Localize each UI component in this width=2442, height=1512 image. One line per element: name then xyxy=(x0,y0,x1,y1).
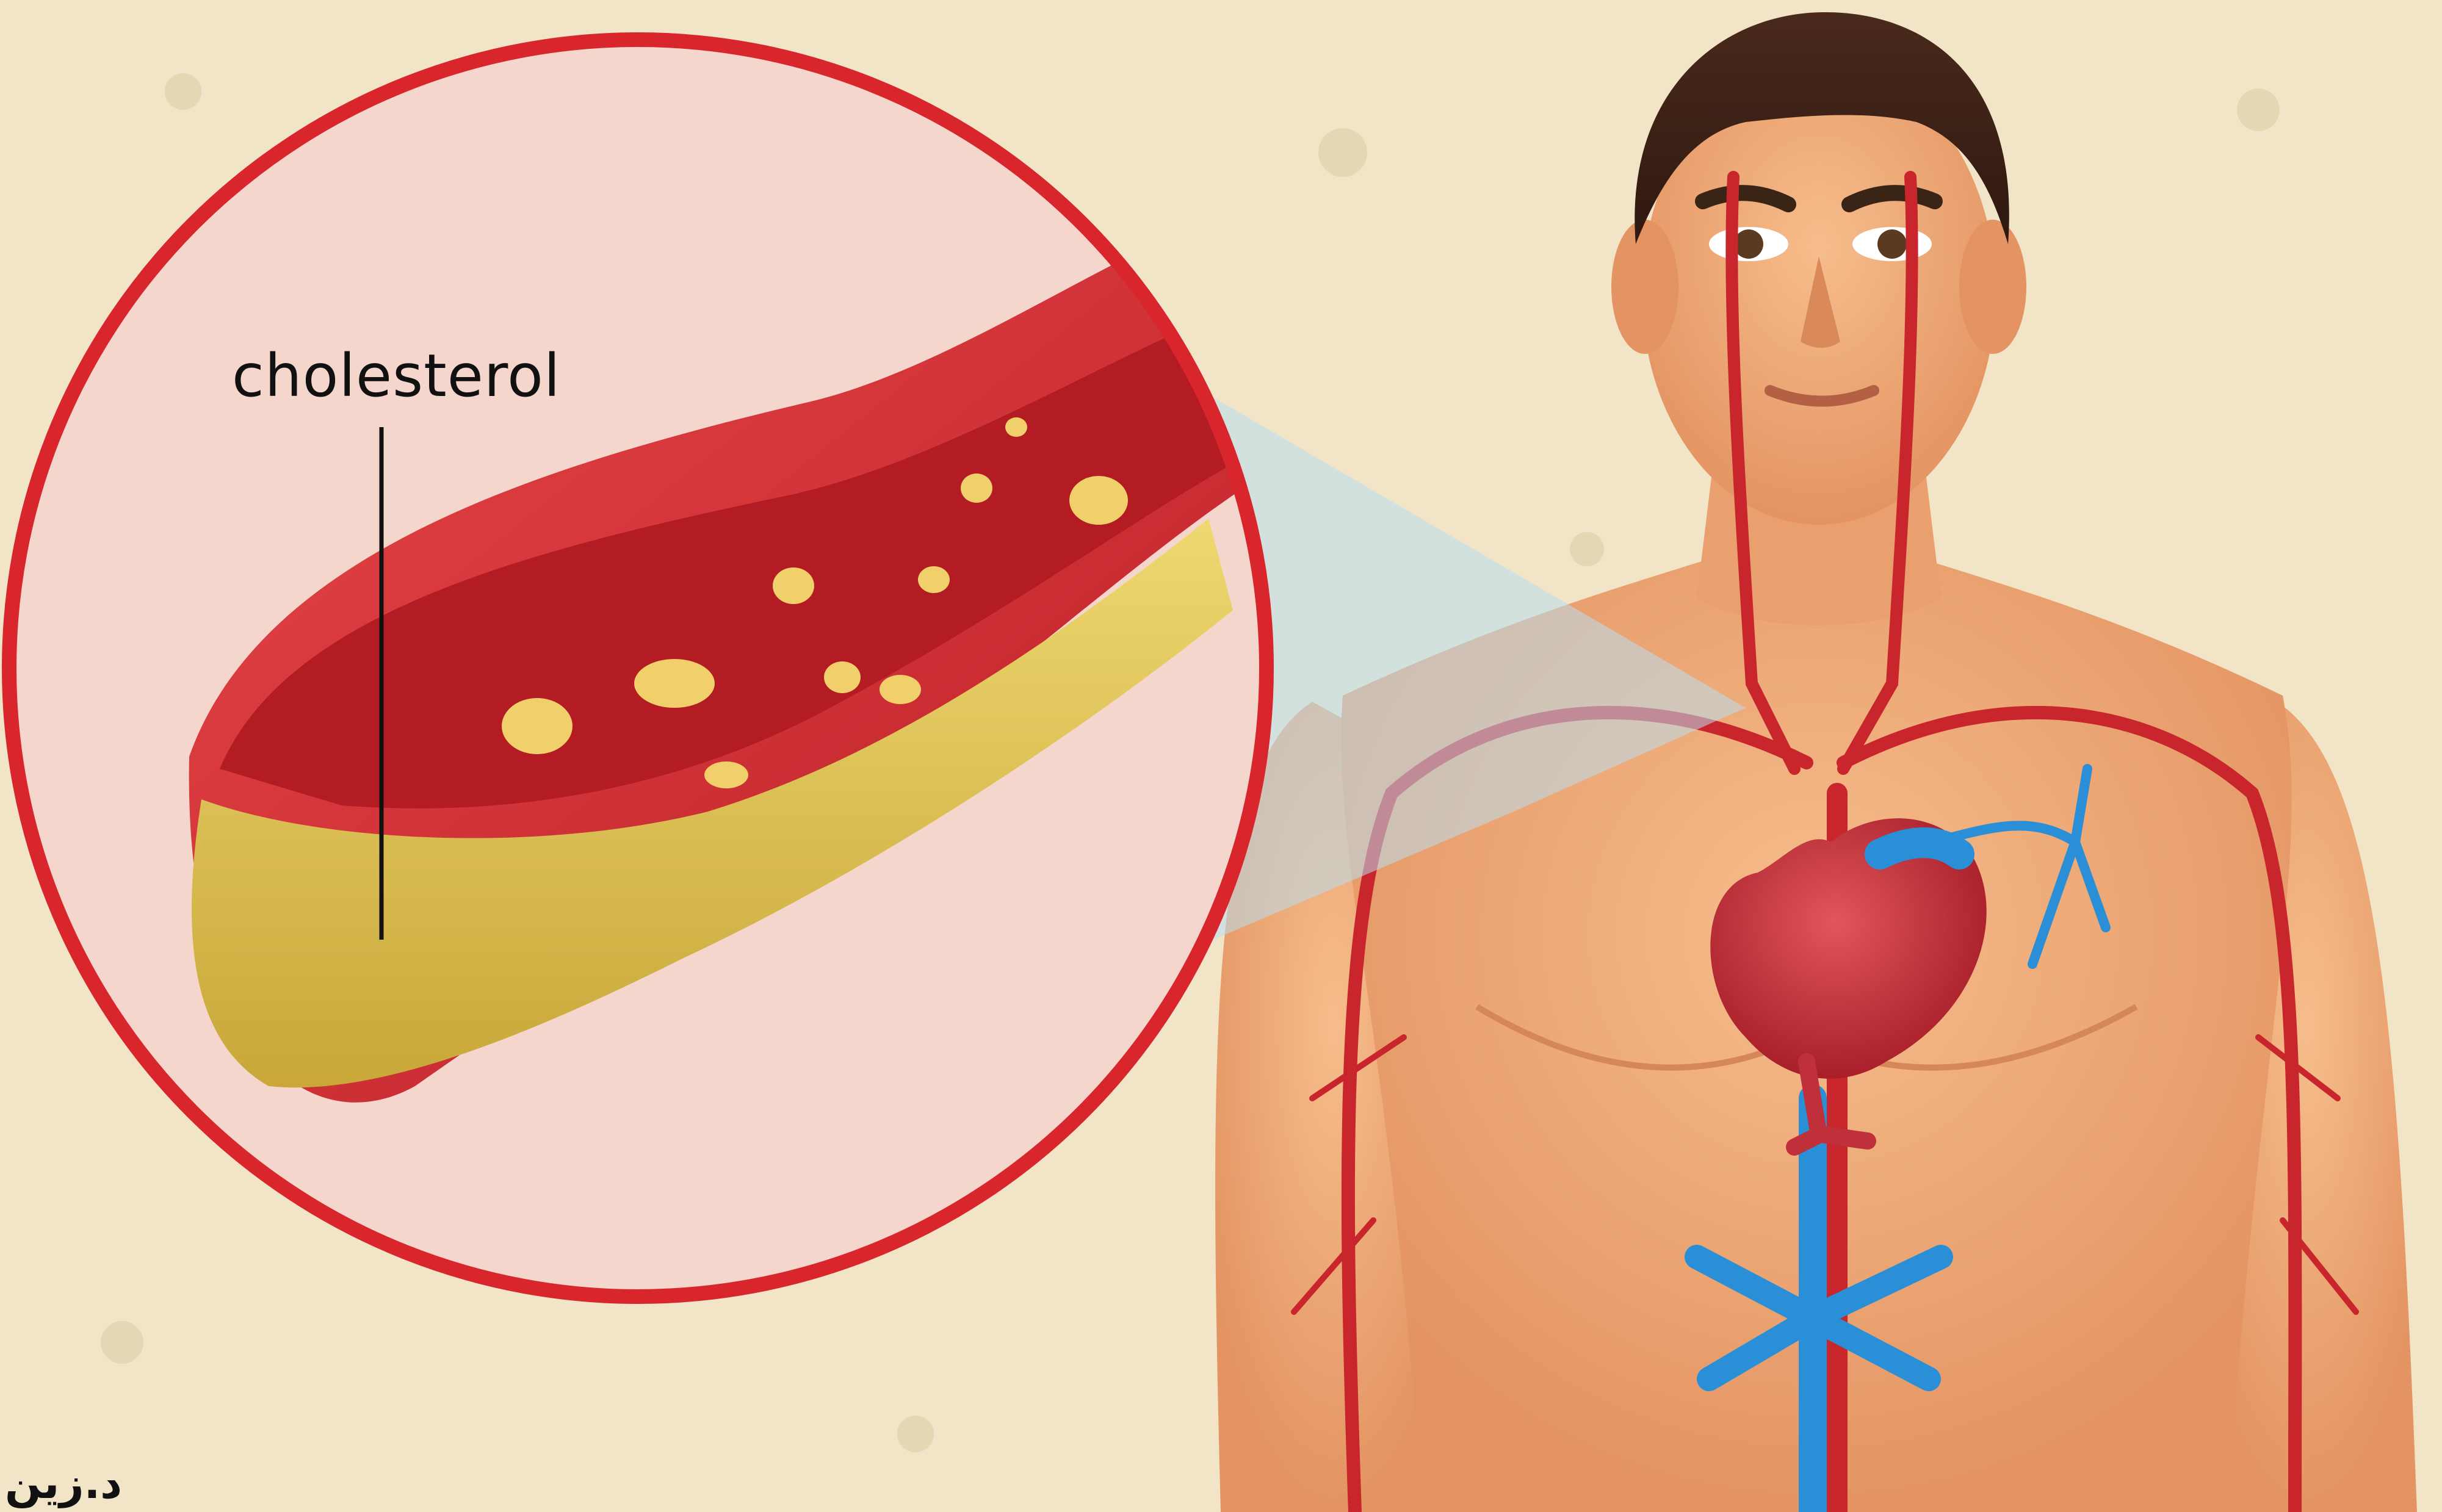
left-ear xyxy=(1611,220,1678,354)
right-ear xyxy=(1959,220,2026,354)
left-iris xyxy=(1734,229,1763,259)
author-byline: د.زين xyxy=(5,1458,122,1508)
right-iris xyxy=(1877,229,1907,259)
magnifier-circle-icon xyxy=(9,40,1282,1297)
cholesterol-label: cholesterol xyxy=(232,342,561,410)
